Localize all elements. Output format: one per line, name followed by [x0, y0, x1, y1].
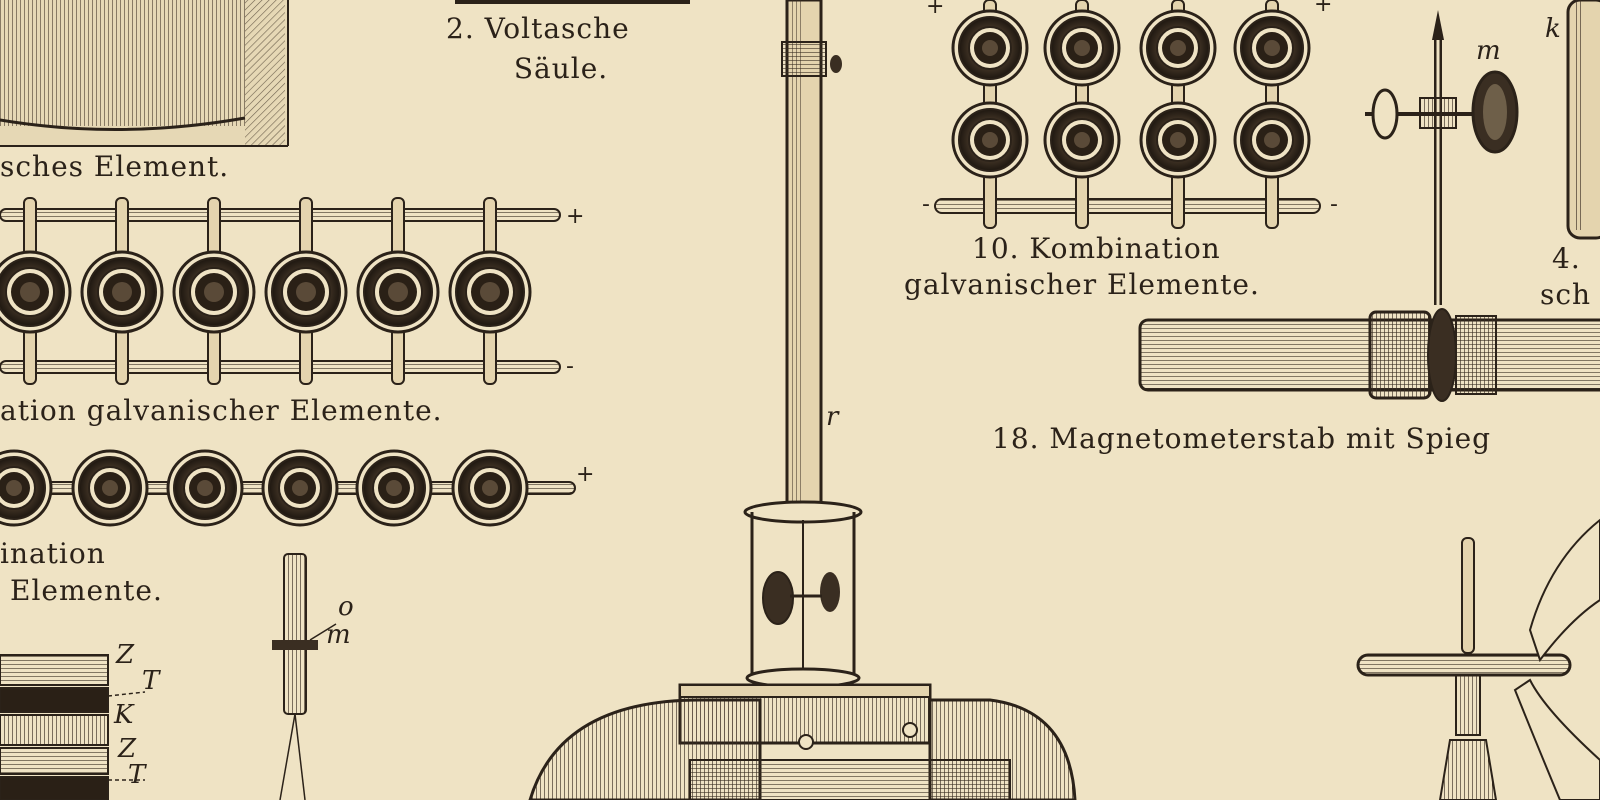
top-left-caption: sches Element.	[0, 150, 230, 183]
label-T1: T	[142, 666, 160, 696]
row1-caption: ation galvanischer Elemente.	[0, 394, 443, 427]
fig4-caption-line1: 4.	[1552, 242, 1581, 275]
fig2-caption-line2: Säule.	[513, 52, 609, 85]
galvanic-cell	[1139, 101, 1217, 179]
galvanic-cell	[166, 449, 244, 527]
row2-caption-line1: ination	[0, 537, 106, 570]
label-T2: T	[128, 760, 146, 790]
spindle-illustration	[1356, 518, 1600, 800]
galvanometer-illustration	[528, 0, 1077, 800]
fig10-caption-line1: 10. Kombination	[972, 232, 1221, 265]
fig10-caption-line2: galvanischer Elemente.	[904, 268, 1260, 301]
mirror-stand-illustration	[1365, 10, 1519, 305]
plus-sign-top-left: +	[926, 0, 945, 19]
minus-sign-fig10-left: -	[922, 192, 930, 217]
galvanic-cell	[1139, 9, 1217, 87]
galvanic-cell	[356, 250, 440, 334]
fig10-cell-grid	[934, 0, 1321, 229]
needle-holder-illustration	[272, 553, 337, 800]
label-K: K	[114, 700, 134, 730]
galvanic-cell	[1233, 9, 1311, 87]
galvanic-cell	[355, 449, 433, 527]
magnetometer-bar-illustration	[1138, 308, 1600, 402]
galvanic-cell	[1043, 9, 1121, 87]
label-r: r	[826, 402, 839, 432]
galvanic-cell	[448, 250, 532, 334]
galvanic-cell	[0, 250, 72, 334]
label-Z2: Z	[118, 734, 137, 764]
row2-caption-line2: Elemente.	[10, 574, 163, 607]
minus-sign-fig10-right: -	[1330, 192, 1338, 217]
label-m-bottom: m	[326, 620, 351, 650]
galvanic-cell	[1043, 101, 1121, 179]
tube-illustration	[1566, 0, 1600, 240]
minus-sign-row1: -	[566, 354, 574, 379]
galvanic-cell	[71, 449, 149, 527]
label-Z1: Z	[116, 640, 135, 670]
plus-sign-row1: +	[566, 204, 585, 229]
zinc-copper-stack-illustration	[0, 654, 146, 800]
galvanic-cell	[261, 449, 339, 527]
plus-sign-top-right: +	[1314, 0, 1333, 17]
label-m-top: m	[1476, 36, 1501, 66]
galvanic-cell	[451, 449, 529, 527]
label-k: k	[1545, 14, 1561, 44]
fig18-caption: 18. Magnetometerstab mit Spieg	[992, 422, 1492, 455]
galvanic-cell	[951, 101, 1029, 179]
galvanic-cell	[80, 250, 164, 334]
galvanic-cell	[951, 9, 1029, 87]
galvanic-cell	[264, 250, 348, 334]
label-o: o	[338, 592, 354, 622]
galvanic-cell	[0, 449, 53, 527]
fig4-caption-line2: sch	[1540, 278, 1592, 311]
plus-sign-row2: +	[576, 462, 595, 487]
fig2-caption-line1: 2. Voltasche	[446, 12, 630, 45]
galvanic-cell	[1233, 101, 1311, 179]
cell-row-ladder	[0, 197, 561, 385]
cell-row-chain	[0, 449, 576, 527]
galvanic-cell	[172, 250, 256, 334]
cylinder-element-illustration	[0, 0, 289, 147]
